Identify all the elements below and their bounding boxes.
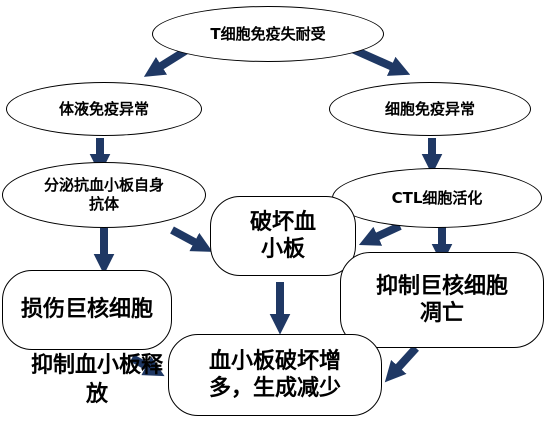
- megakaryocyte-damage-node: 损伤巨核细胞: [2, 270, 172, 350]
- arrow-autoantibody-to-destruction: [170, 226, 213, 252]
- cellular-abnormal-node: 细胞免疫异常: [329, 82, 531, 136]
- platelet-destruction-label: 破坏血小板: [249, 209, 316, 263]
- result-node: 血小板破坏增多，生成减少: [168, 334, 382, 416]
- megakaryocyte-damage-label: 损伤巨核细胞: [20, 297, 153, 323]
- megakaryocyte-apoptosis-label: 抑制巨核细胞凋亡: [375, 273, 508, 327]
- platelet-destruction-node: 破坏血小板: [210, 196, 356, 276]
- humoral-abnormal-node: 体液免疫异常: [6, 82, 202, 136]
- ctl-activation-node: CTL细胞活化: [332, 168, 542, 228]
- autoantibody-label: 分泌抗血小板自身抗体: [43, 176, 164, 213]
- arrow-apoptosis-to-result: [384, 345, 419, 383]
- inhibit-release-label: 抑制血小板释放: [30, 353, 163, 407]
- megakaryocyte-apoptosis-node: 抑制巨核细胞凋亡: [340, 252, 544, 348]
- result-label: 血小板破坏增多，生成减少: [208, 348, 341, 402]
- arrow-ctl-to-destruction: [358, 222, 402, 246]
- inhibit-release-text: 抑制血小板释放: [22, 352, 172, 409]
- ctl-activation-label: CTL细胞活化: [391, 188, 483, 207]
- t-cell-tolerance-label: T细胞免疫失耐受: [210, 24, 326, 43]
- t-cell-tolerance-node: T细胞免疫失耐受: [152, 6, 384, 62]
- cellular-abnormal-label: 细胞免疫异常: [384, 99, 475, 118]
- arrow-inhibit-to-result: [130, 354, 165, 377]
- autoantibody-node: 分泌抗血小板自身抗体: [2, 162, 206, 228]
- humoral-abnormal-label: 体液免疫异常: [58, 99, 149, 118]
